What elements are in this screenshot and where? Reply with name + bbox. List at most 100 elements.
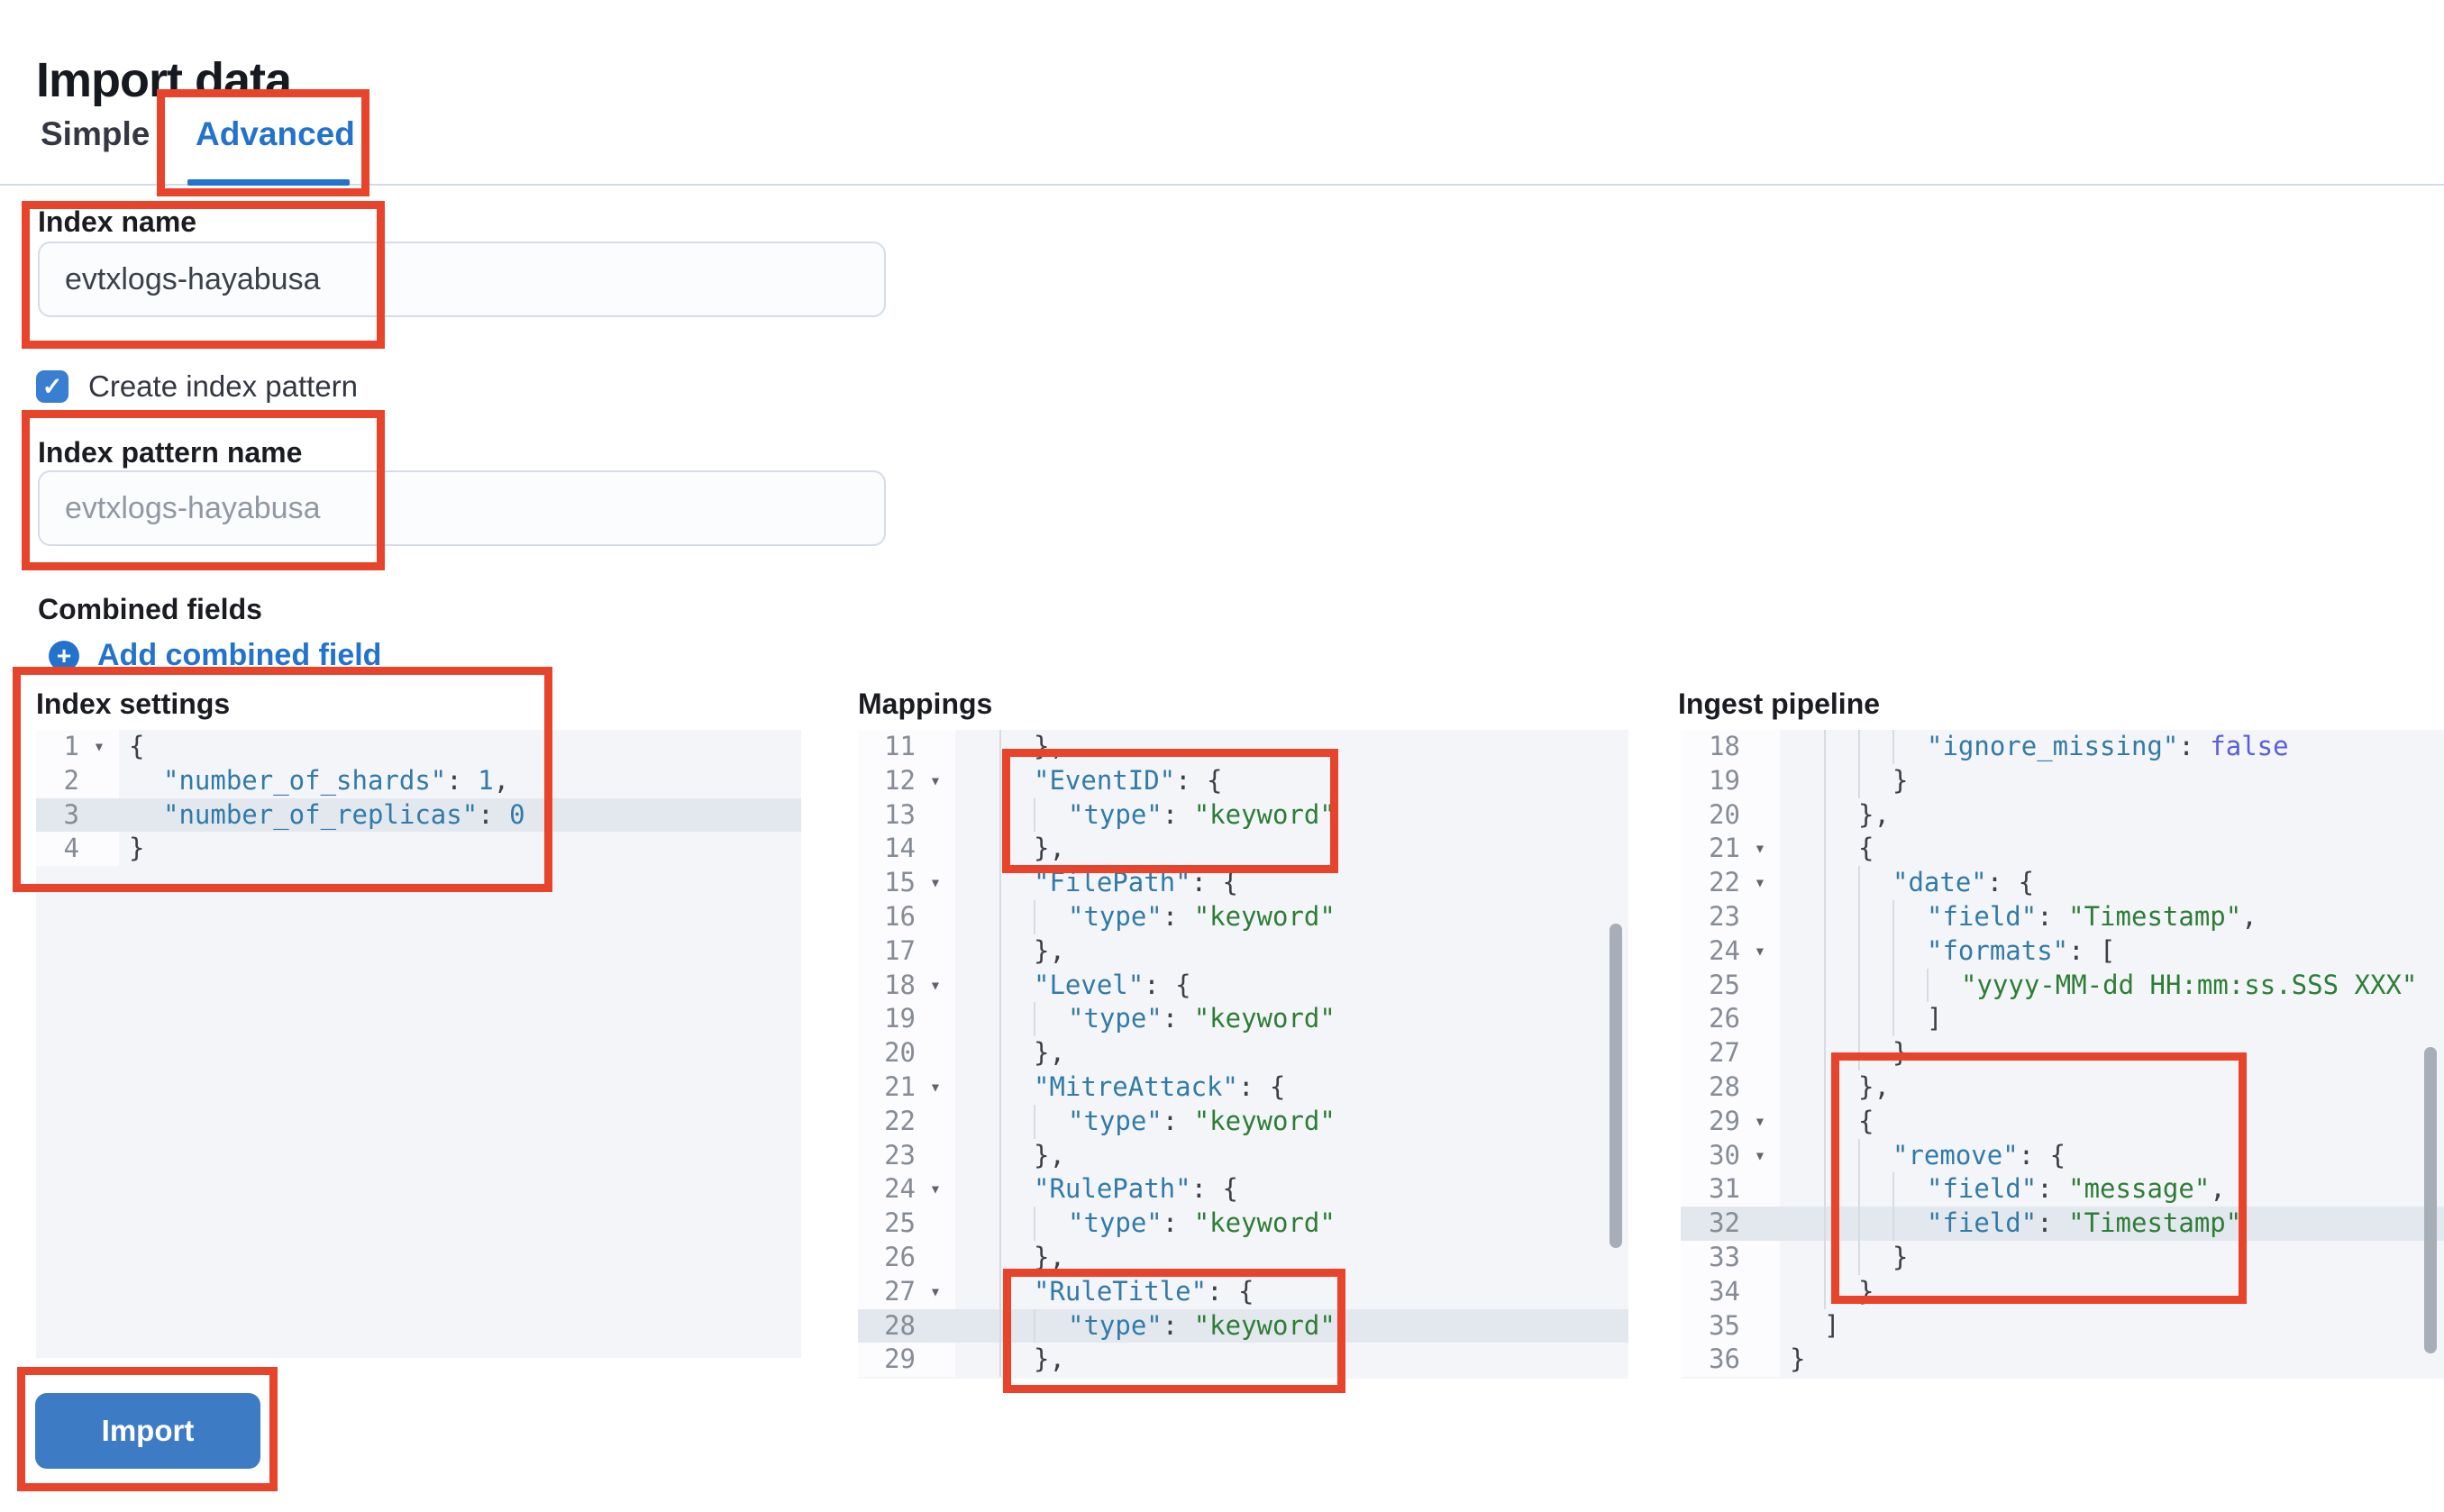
line-gutter: 31: [1681, 1172, 1780, 1207]
indent-guide: [999, 1002, 1001, 1037]
ingest-pipeline-scrollbar[interactable]: [2424, 1047, 2437, 1353]
indent-guide: [1858, 866, 1860, 900]
advanced-tab-underline: [187, 179, 350, 186]
indent-guide: [1858, 1240, 1860, 1275]
line-number: 32: [1709, 1207, 1740, 1239]
code-line-content: "RuleTitle": {: [955, 1274, 1628, 1309]
indent-guide: [1824, 730, 1826, 764]
indent-guide: [999, 1104, 1001, 1139]
code-line: 19"type": "keyword": [858, 1002, 1628, 1037]
code-line: 18"ignore_missing": false: [1681, 730, 2444, 764]
line-number: 13: [884, 798, 916, 830]
code-line-content: "formats": [: [1780, 934, 2444, 969]
code-line: 27▾"RuleTitle": {: [858, 1274, 1628, 1309]
tabs-divider: [0, 184, 2444, 186]
indent-guide: [999, 730, 1001, 764]
code-line: 28},: [1681, 1070, 2444, 1105]
line-gutter: 14: [858, 832, 955, 867]
code-line-content: },: [955, 730, 1628, 764]
code-line: 18▾"Level": {: [858, 968, 1628, 1003]
chevron-down-icon[interactable]: ▾: [1754, 939, 1766, 961]
code-line: 26},: [858, 1240, 1628, 1275]
line-number: 18: [1709, 731, 1740, 761]
code-line-content: "type": "keyword": [955, 1207, 1628, 1241]
line-number: 17: [884, 934, 916, 966]
code-line-content: "yyyy-MM-dd HH:mm:ss.SSS XXX": [1780, 968, 2444, 1003]
add-combined-field-link[interactable]: + Add combined field: [49, 638, 381, 673]
line-number: 25: [1709, 969, 1740, 1000]
code-line: 3"number_of_replicas": 0: [36, 797, 801, 833]
tab-simple[interactable]: Simple: [41, 115, 150, 152]
indent-guide: [1892, 730, 1894, 764]
chevron-down-icon[interactable]: ▾: [929, 1075, 942, 1098]
line-number: 21: [1709, 833, 1740, 864]
code-line-content: ]: [1824, 1309, 1840, 1341]
chevron-down-icon[interactable]: ▾: [1754, 837, 1766, 860]
chevron-down-icon[interactable]: ▾: [929, 1280, 942, 1302]
line-gutter: 29▾: [1681, 1104, 1780, 1139]
code-line-content: "FilePath": {: [955, 866, 1628, 900]
chevron-down-icon[interactable]: ▾: [1754, 1143, 1766, 1166]
line-number: 20: [1709, 798, 1740, 830]
indent-guide: [999, 1070, 1001, 1105]
line-number: 12: [884, 764, 916, 796]
index-settings-editor[interactable]: 1▾{2"number_of_shards": 1,3"number_of_re…: [36, 730, 801, 1358]
line-number: 20: [884, 1037, 916, 1069]
index-name-input[interactable]: [38, 241, 886, 317]
line-gutter: 17: [858, 934, 955, 969]
code-line-content: "MitreAttack": {: [955, 1070, 1628, 1105]
indent-guide: [1824, 1207, 1826, 1241]
code-line-content: {: [1780, 832, 2444, 867]
indent-guide: [999, 797, 1001, 833]
code-line-content: "type": "keyword": [955, 899, 1628, 934]
line-number: 26: [1709, 1003, 1740, 1034]
code-line-content: "field": "message",: [1780, 1172, 2444, 1207]
line-gutter: 25: [1681, 968, 1780, 1003]
chevron-down-icon[interactable]: ▾: [929, 769, 942, 791]
line-gutter: 28: [858, 1309, 955, 1343]
line-gutter: 19: [858, 1002, 955, 1037]
indent-guide: [1858, 1207, 1860, 1241]
chevron-down-icon[interactable]: ▾: [93, 735, 105, 757]
indent-guide: [1824, 1104, 1826, 1139]
line-number: 31: [1709, 1173, 1740, 1205]
indent-guide: [1034, 1104, 1035, 1139]
line-gutter: 1▾: [36, 730, 119, 764]
indent-guide: [1927, 968, 1929, 1003]
code-line: 22"type": "keyword": [858, 1104, 1628, 1139]
line-gutter: 12 ▾: [858, 763, 955, 798]
chevron-down-icon[interactable]: ▾: [1754, 1109, 1766, 1132]
create-index-pattern-label: Create index pattern: [88, 369, 359, 403]
line-number: 30: [1709, 1139, 1740, 1170]
line-gutter: 34: [1681, 1274, 1780, 1309]
mappings-label: Mappings: [858, 688, 993, 720]
indent-guide: [1858, 1138, 1860, 1173]
code-line: 20},: [858, 1036, 1628, 1070]
create-index-pattern-checkbox[interactable]: ✓: [36, 370, 68, 403]
index-pattern-name-input[interactable]: [38, 470, 886, 546]
indent-guide: [1892, 1002, 1894, 1037]
chevron-down-icon[interactable]: ▾: [929, 871, 942, 894]
mappings-scrollbar[interactable]: [1610, 924, 1622, 1248]
line-gutter: 28: [1681, 1070, 1780, 1105]
line-gutter: 30 ▾: [1681, 1138, 1780, 1173]
tab-advanced[interactable]: Advanced: [196, 115, 355, 152]
import-button[interactable]: Import: [35, 1393, 260, 1469]
code-line: 28"type": "keyword": [858, 1308, 1628, 1343]
chevron-down-icon[interactable]: ▾: [929, 973, 942, 996]
mappings-editor[interactable]: 11},12▾"EventID": {13"type": "keyword"14…: [858, 730, 1628, 1379]
line-number: 33: [1709, 1241, 1740, 1272]
code-line: 21▾"MitreAttack": {: [858, 1070, 1628, 1105]
line-gutter: 26: [858, 1240, 955, 1275]
indent-guide: [999, 1172, 1001, 1207]
code-line: 24▾"RulePath": {: [858, 1172, 1628, 1207]
chevron-down-icon[interactable]: ▾: [929, 1178, 942, 1200]
indent-guide: [1824, 899, 1826, 934]
plus-icon: +: [49, 640, 79, 671]
indent-guide: [1858, 968, 1860, 1003]
chevron-down-icon[interactable]: ▾: [1754, 871, 1766, 894]
code-line: 31 "field": "message",: [1681, 1172, 2444, 1207]
line-gutter: 13: [858, 797, 955, 833]
indent-guide: [999, 1207, 1001, 1241]
